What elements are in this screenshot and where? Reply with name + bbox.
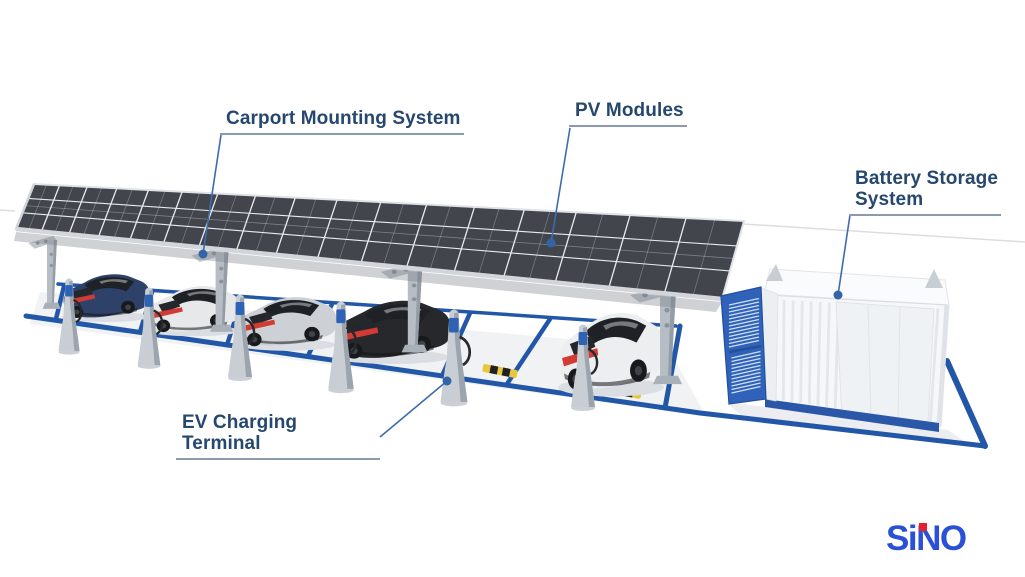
leader-line-ev	[379, 380, 448, 438]
container-ground-shadow	[726, 402, 968, 444]
leader-dot-pv	[546, 238, 556, 248]
door-mid-rail	[728, 344, 763, 354]
door-louvers	[728, 297, 761, 394]
car-navy-sedan	[62, 274, 150, 322]
label-battery-storage-system: Battery Storage System	[849, 168, 1001, 216]
container-right-post	[936, 304, 950, 428]
container-door-panel	[835, 301, 935, 424]
label-ev-charging-terminal: EV Charging Terminal	[176, 412, 380, 460]
canopy-left-edge	[14, 183, 36, 230]
label-pv-modules: PV Modules	[569, 100, 687, 127]
canopy-under-shadow	[14, 232, 722, 312]
lot-right-edge	[662, 323, 683, 411]
canopy-front-fascia	[15, 226, 723, 302]
leader-dot-ev	[442, 376, 452, 386]
leader-lines	[202, 127, 851, 438]
container-base-rail	[765, 399, 939, 432]
container-lifting-lug	[925, 269, 943, 288]
brand-logo: SiNO	[886, 520, 986, 560]
panel-seam	[897, 305, 901, 422]
leader-dot-carport	[198, 249, 208, 259]
solar-canopy	[14, 182, 746, 312]
battery-container	[720, 264, 950, 432]
pv-module-grid	[22, 184, 737, 297]
bay-divider	[53, 283, 67, 322]
lot-back-line	[56, 282, 678, 328]
wheel-stop	[482, 364, 518, 378]
horizon-lines	[0, 209, 1025, 243]
container-lifting-lug	[766, 264, 783, 281]
leader-line-pv	[550, 127, 571, 244]
leader-dots	[198, 238, 843, 386]
panel-seam	[867, 303, 872, 420]
brand-logo-red-dot	[919, 523, 927, 531]
leader-line-carport	[202, 134, 222, 255]
leader-dot-battery	[833, 290, 843, 300]
label-carport-mounting-system: Carport Mounting System	[220, 108, 464, 135]
container-bay-edge	[944, 358, 988, 449]
leader-line-battery	[837, 214, 851, 296]
